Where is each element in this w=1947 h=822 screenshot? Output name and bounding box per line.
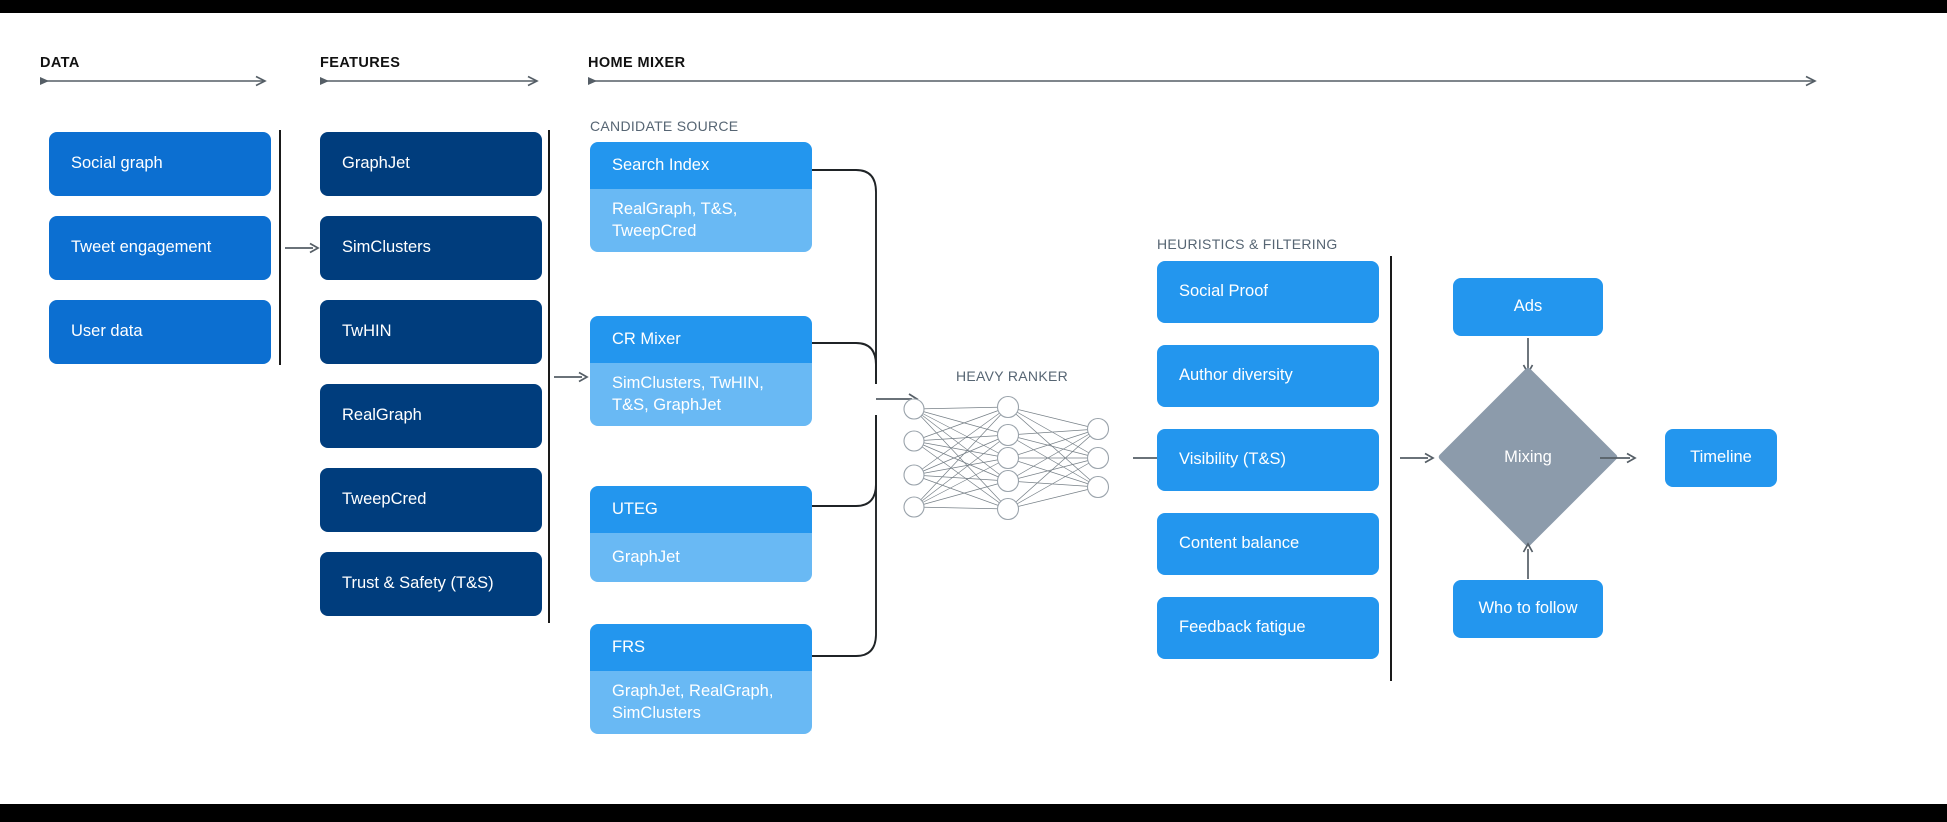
candidate-source-card-uteg[interactable]: UTEG GraphJet xyxy=(590,486,812,582)
divider-heuristics-output xyxy=(1390,256,1392,681)
feature-box-realgraph[interactable]: RealGraph xyxy=(320,384,542,448)
candidate-source-name: FRS xyxy=(590,624,812,671)
heuristic-box-feedback-fatigue[interactable]: Feedback fatigue xyxy=(1157,597,1379,659)
candidate-source-features: RealGraph, T&S, TweepCred xyxy=(590,189,812,252)
feature-box-tweepcred[interactable]: TweepCred xyxy=(320,468,542,532)
candidate-source-features: GraphJet xyxy=(590,533,812,582)
heuristic-box-label: Feedback fatigue xyxy=(1179,618,1306,637)
connector-who-to-follow-to-mixing xyxy=(1521,541,1535,579)
candidate-source-card-search-index[interactable]: Search Index RealGraph, T&S, TweepCred xyxy=(590,142,812,252)
output-box-label: Who to follow xyxy=(1478,599,1578,618)
section-label-data: DATA xyxy=(40,55,80,71)
heuristic-box-content-balance[interactable]: Content balance xyxy=(1157,513,1379,575)
section-arrow-features xyxy=(320,75,544,87)
feature-box-simclusters[interactable]: SimClusters xyxy=(320,216,542,280)
feature-box-label: TwHIN xyxy=(342,322,392,341)
feature-box-trust-safety[interactable]: Trust & Safety (T&S) xyxy=(320,552,542,616)
output-box-ads[interactable]: Ads xyxy=(1453,278,1603,336)
section-arrow-data xyxy=(40,75,272,87)
output-box-label: Ads xyxy=(1513,297,1543,316)
output-box-label: Timeline xyxy=(1690,448,1752,467)
sublabel-candidate-source: CANDIDATE SOURCE xyxy=(590,118,739,134)
data-box-social-graph[interactable]: Social graph xyxy=(49,132,271,196)
letterbox-top xyxy=(0,0,1947,13)
connector-features-to-candidate-source xyxy=(554,370,590,384)
feature-box-label: SimClusters xyxy=(342,238,431,257)
sublabel-heuristics-filtering: HEURISTICS & FILTERING xyxy=(1157,236,1338,252)
heuristic-box-label: Visibility (T&S) xyxy=(1179,450,1286,469)
feature-box-twhin[interactable]: TwHIN xyxy=(320,300,542,364)
connector-candidate-sources-to-heavy-ranker xyxy=(812,163,942,663)
heuristic-box-label: Author diversity xyxy=(1179,366,1293,385)
heuristic-box-label: Social Proof xyxy=(1179,282,1268,301)
data-box-user-data[interactable]: User data xyxy=(49,300,271,364)
heuristic-box-social-proof[interactable]: Social Proof xyxy=(1157,261,1379,323)
candidate-source-name: Search Index xyxy=(590,142,812,189)
mixing-label: Mixing xyxy=(1504,447,1552,466)
output-box-timeline[interactable]: Timeline xyxy=(1665,429,1777,487)
candidate-source-card-cr-mixer[interactable]: CR Mixer SimClusters, TwHIN, T&S, GraphJ… xyxy=(590,316,812,426)
output-box-who-to-follow[interactable]: Who to follow xyxy=(1453,580,1603,638)
section-arrow-home-mixer xyxy=(588,75,1822,87)
connector-heuristics-to-mixing xyxy=(1400,451,1436,465)
feature-box-label: Trust & Safety (T&S) xyxy=(342,574,494,593)
candidate-source-features: SimClusters, TwHIN, T&S, GraphJet xyxy=(590,363,812,426)
candidate-source-card-frs[interactable]: FRS GraphJet, RealGraph, SimClusters xyxy=(590,624,812,734)
letterbox-bottom xyxy=(0,804,1947,822)
heuristic-box-label: Content balance xyxy=(1179,534,1300,553)
divider-data-features xyxy=(279,130,281,365)
heuristic-box-visibility[interactable]: Visibility (T&S) xyxy=(1157,429,1379,491)
candidate-source-name: UTEG xyxy=(590,486,812,533)
connector-mixing-to-timeline xyxy=(1600,451,1640,465)
section-label-home-mixer: HOME MIXER xyxy=(588,55,686,71)
candidate-source-name: CR Mixer xyxy=(590,316,812,363)
divider-features-homemixer xyxy=(548,130,550,623)
connector-data-to-features xyxy=(285,241,321,255)
feature-box-label: GraphJet xyxy=(342,154,410,173)
section-label-features: FEATURES xyxy=(320,55,401,71)
heavy-ranker-neural-network xyxy=(892,393,1124,523)
data-box-tweet-engagement[interactable]: Tweet engagement xyxy=(49,216,271,280)
diagram-content: DATA FEATURES HOME MIXER CANDIDA xyxy=(0,13,1947,804)
data-box-label: Tweet engagement xyxy=(71,238,212,257)
data-box-label: User data xyxy=(71,322,143,341)
sublabel-heavy-ranker: HEAVY RANKER xyxy=(956,368,1069,384)
heuristic-box-author-diversity[interactable]: Author diversity xyxy=(1157,345,1379,407)
feature-box-label: RealGraph xyxy=(342,406,422,425)
feature-box-label: TweepCred xyxy=(342,490,427,509)
feature-box-graphjet[interactable]: GraphJet xyxy=(320,132,542,196)
data-box-label: Social graph xyxy=(71,154,163,173)
candidate-source-features: GraphJet, RealGraph, SimClusters xyxy=(590,671,812,734)
